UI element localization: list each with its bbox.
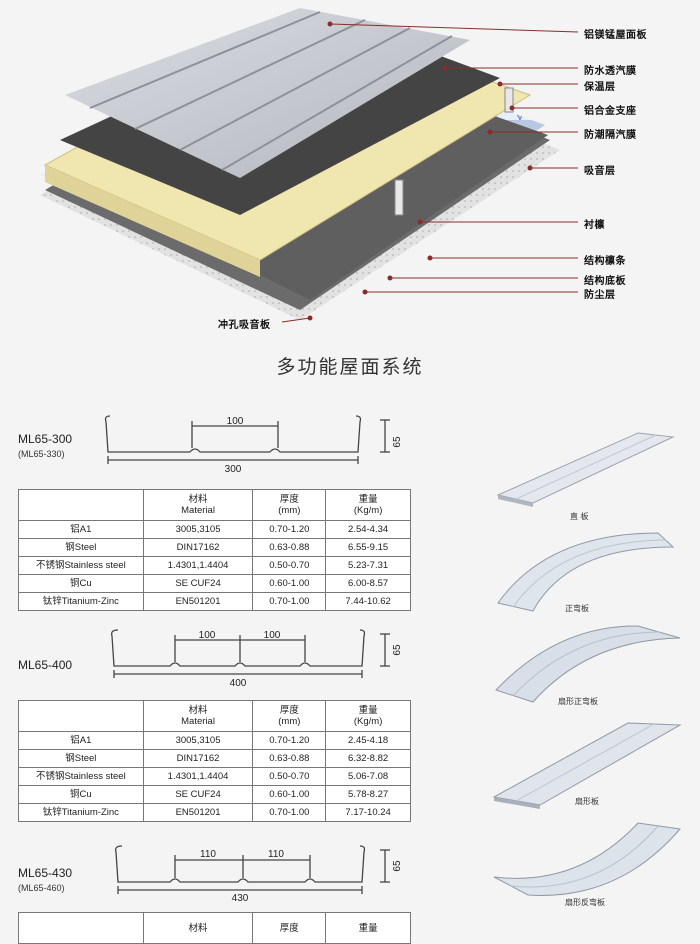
- layer-label: 铝合金支座: [584, 106, 637, 117]
- model-name: ML65-430: [18, 866, 73, 880]
- layer-label: 铝镁锰屋面板: [584, 30, 647, 41]
- panel-label: 扇形板: [575, 797, 599, 806]
- bottom-layer-label: 冲孔吸音板: [218, 320, 271, 331]
- fan-concave-curved-panel-image: [493, 822, 681, 896]
- layer-label: 吸音层: [584, 166, 616, 177]
- span-dimension: 100: [199, 630, 216, 641]
- layer-label: 防尘层: [584, 290, 616, 301]
- header-cell: [18, 700, 144, 732]
- layer-label: 衬檩: [584, 220, 605, 231]
- panel-label: 扇形正弯板: [558, 697, 598, 706]
- panel-label: 正弯板: [565, 604, 589, 613]
- header-cell: [18, 489, 144, 521]
- panel-label: 扇形反弯板: [565, 898, 605, 907]
- layer-label: 防潮隔汽膜: [584, 130, 637, 141]
- profile-drawing-ml65-300: 100 300 65: [104, 415, 403, 472]
- header-cell: 材料: [142, 912, 254, 944]
- header-cell: 厚度(mm): [252, 700, 327, 732]
- page-title: 多功能屋面系统: [276, 356, 424, 378]
- header-cell: 重量: [325, 912, 411, 944]
- roof-layers-diagram: [40, 8, 579, 323]
- panel-label: 直 板: [570, 512, 589, 521]
- model-name: ML65-300: [18, 432, 73, 446]
- straight-panel-image: [496, 432, 675, 507]
- span-dimension: 100: [227, 416, 244, 427]
- span-dimension: 110: [268, 849, 284, 860]
- fan-panel-image: [492, 722, 682, 809]
- layer-label: 结构底板: [584, 276, 626, 287]
- spec-table-ml65-430: 材料 厚度 重量: [18, 912, 411, 944]
- width-dimension: 400: [230, 678, 247, 686]
- span-dimension: 110: [200, 849, 216, 860]
- fan-convex-curved-panel-image: [495, 625, 681, 703]
- model-subname: (ML65-460): [18, 883, 65, 893]
- height-dimension: 65: [392, 644, 403, 656]
- span-dimension: 100: [264, 630, 281, 641]
- layer-label: 结构檩条: [584, 256, 626, 267]
- width-dimension: 430: [232, 893, 249, 902]
- layer-label: 保温层: [584, 82, 616, 93]
- header-cell: 重量(Kg/m): [325, 489, 411, 521]
- header-cell: [18, 912, 144, 944]
- width-dimension: 300: [225, 464, 242, 472]
- height-dimension: 65: [392, 436, 403, 448]
- header-cell: 厚度(mm): [252, 489, 327, 521]
- height-dimension: 65: [392, 860, 403, 872]
- profile-drawing-ml65-400: 100 100 400 65: [110, 629, 403, 686]
- layer-label: 防水透汽膜: [584, 66, 637, 77]
- model-name: ML65-400: [18, 658, 73, 672]
- convex-curved-panel-image: [497, 532, 675, 612]
- profile-drawing-ml65-430: 110 110 430 65: [114, 845, 403, 902]
- model-subname: (ML65-330): [18, 449, 65, 459]
- header-cell: 重量(Kg/m): [325, 700, 411, 732]
- header-cell: 厚度: [252, 912, 327, 944]
- vapor-membrane-layer: [210, 100, 548, 300]
